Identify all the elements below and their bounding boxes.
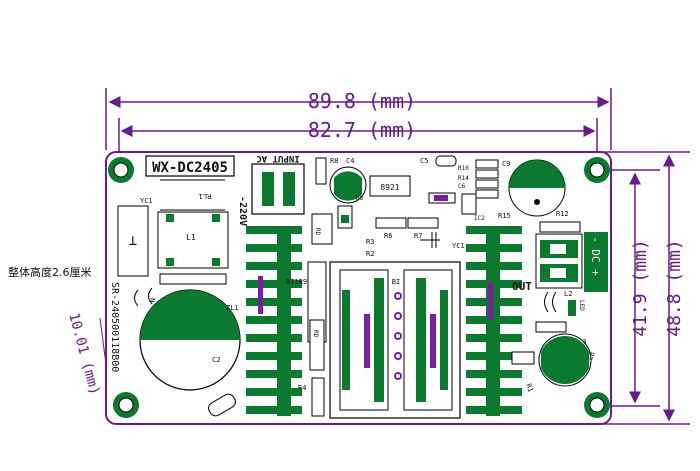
capacitor-c5 [435, 155, 457, 167]
resistor-r7 [407, 217, 439, 229]
led-pad [568, 300, 576, 316]
arc-left-2 [134, 289, 139, 307]
hole-dia-label: 10.01 (mm) [65, 311, 102, 397]
r15-label: R15 [498, 212, 511, 220]
width-outer-label: 89.8 (mm) [308, 89, 416, 113]
ic-8921 [369, 175, 411, 197]
b1-label: BI [392, 278, 400, 286]
height-note: 整体高度2.6厘米 [8, 265, 92, 279]
mount-hole-bottom-right [584, 392, 610, 418]
x-cap-symbol: ⊥ [129, 233, 137, 249]
dimension-width-outer [105, 88, 612, 150]
cap-yc1b [420, 232, 440, 248]
n-label: N [148, 298, 156, 302]
c5-label: C5 [420, 157, 428, 165]
jumper-left [258, 276, 263, 314]
resistor-rd2 [309, 319, 325, 371]
rd-label: RD [314, 228, 321, 236]
capacitor-c2 [139, 289, 241, 391]
relay-rl1 [160, 179, 225, 211]
r6-label: R6 [384, 232, 392, 240]
transformer-b1 [329, 261, 461, 419]
ic2-label: IC2 [474, 215, 485, 222]
r10-label: R10 [458, 165, 469, 172]
resistor-r12 [539, 221, 581, 233]
r4-label: R4 [298, 384, 306, 392]
yc1b-label: YC1 [452, 242, 465, 250]
c8-label: C8 [586, 351, 596, 362]
height-outer-label: 48.8 (mm) [664, 239, 685, 337]
small-component [511, 351, 535, 365]
rd-block [311, 213, 333, 245]
d8-pad [341, 215, 349, 223]
mount-hole-bottom-left [113, 392, 139, 418]
c4-label: C4 [346, 157, 354, 165]
led-label: LED [578, 300, 585, 311]
voltage-label: -220V [237, 196, 248, 226]
heatsink-right [466, 226, 522, 416]
out-label: OUT [512, 280, 532, 293]
capacitor-output [508, 159, 566, 217]
dc-output-terminal [535, 233, 583, 289]
l1-label: L1 [186, 233, 196, 242]
yc1-label: YC1 [140, 197, 153, 205]
input-terminal [251, 163, 305, 215]
height-inner-label: 41.9 (mm) [630, 239, 651, 337]
dimension-height-outer [600, 151, 690, 425]
c2-label: C2 [212, 356, 220, 364]
resistor-r6 [375, 217, 407, 229]
r14-label: R14 [458, 175, 469, 182]
resistor-r8 [315, 157, 327, 185]
mount-hole-top-left [108, 157, 134, 183]
resistor-r4 [311, 377, 325, 417]
ic-label: 8921 [380, 183, 399, 192]
zl1-label: ZL1 [226, 304, 239, 312]
heatsink-left [246, 226, 302, 416]
model-box [145, 155, 235, 177]
model-label: WX-DC2405 [152, 160, 228, 176]
l2-arc-2 [552, 291, 557, 313]
rd2-label: RD [312, 330, 319, 338]
c6-jumper [434, 195, 448, 201]
l2-arc [544, 291, 549, 313]
r7-label: R7 [414, 232, 422, 240]
inductor-l1 [157, 211, 229, 269]
part-number: SR-240500118B00 [109, 282, 120, 372]
ic2-block [461, 193, 477, 215]
r1-label: R1 [524, 383, 534, 394]
r2-label: R2 [366, 250, 374, 258]
c6-label: C6 [458, 183, 466, 190]
width-inner-label: 82.7 (mm) [308, 118, 416, 142]
capacitor-c8 [538, 333, 592, 387]
r12-label: R12 [556, 210, 569, 218]
dc-label: - DC + [589, 236, 602, 276]
r8-label: R8 [330, 157, 338, 165]
resistor-strip [159, 273, 227, 285]
x-capacitor [117, 205, 149, 277]
d8-label: D8 [356, 195, 364, 202]
input-ac-label: INPUT AC [256, 153, 299, 163]
l2-label: L2 [564, 290, 572, 298]
resistor-r13 [535, 321, 567, 333]
arc-left [148, 287, 153, 305]
c9-label: C9 [502, 160, 510, 168]
rl1-label: RL1 [199, 192, 212, 200]
diode-bottom-left [208, 393, 236, 417]
jumper-right [488, 282, 493, 320]
mount-hole-top-right [584, 157, 610, 183]
r3-label: R3 [366, 238, 374, 246]
dc-label-bar [584, 232, 608, 292]
capacitor-c4 [329, 166, 367, 204]
bt1-label: BT1R9 [286, 278, 307, 286]
